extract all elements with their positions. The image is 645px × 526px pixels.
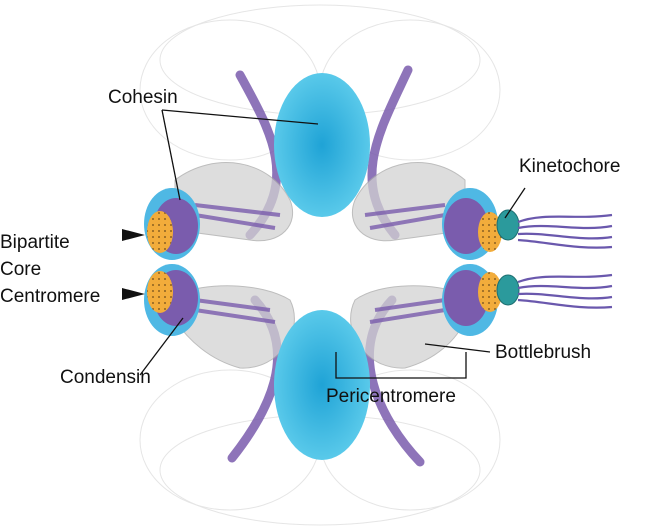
bottlebrush-loops bbox=[174, 162, 466, 369]
arm-axes bbox=[194, 203, 446, 324]
cohesin-leader-1 bbox=[161, 109, 181, 201]
arrow-top bbox=[122, 229, 145, 241]
cohesin-bottom bbox=[274, 310, 370, 460]
core-arrows bbox=[122, 229, 145, 300]
kinetochore-top bbox=[496, 209, 520, 241]
pericentromere-bracket bbox=[335, 352, 467, 379]
cohesin-leader-2 bbox=[161, 109, 319, 125]
label-kinetochore: Kinetochore bbox=[519, 156, 621, 177]
left-centromere bbox=[144, 188, 200, 336]
cohesin-top bbox=[274, 73, 370, 217]
label-pericentromere: Pericentromere bbox=[326, 386, 456, 407]
label-bottlebrush: Bottlebrush bbox=[495, 342, 592, 363]
kinetochore-leader bbox=[504, 187, 526, 219]
condensin-leader bbox=[139, 317, 184, 376]
kinetochores bbox=[496, 209, 520, 306]
label-condensin: Condensin bbox=[60, 367, 151, 388]
label-centromere: Centromere bbox=[0, 286, 101, 307]
cohesin-blobs bbox=[274, 73, 370, 460]
arrow-bottom bbox=[122, 288, 145, 300]
leader-lines bbox=[139, 109, 526, 379]
label-core: Core bbox=[0, 259, 42, 280]
kinetochore-bottom bbox=[496, 274, 520, 306]
microtubules bbox=[517, 213, 613, 309]
bottlebrush-leader bbox=[424, 343, 491, 353]
right-centromere bbox=[442, 188, 502, 336]
label-cohesin: Cohesin bbox=[108, 87, 178, 108]
label-bipartite: Bipartite bbox=[0, 232, 70, 253]
